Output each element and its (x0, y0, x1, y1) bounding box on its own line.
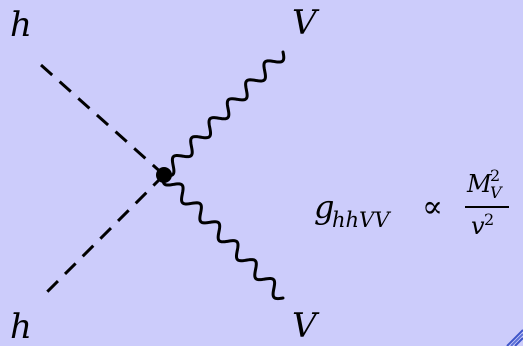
interaction-vertex (156, 167, 172, 183)
formula-g: g (314, 188, 335, 226)
formula-denominator-v: v (471, 212, 485, 240)
formula-numerator-superscript: 2 (490, 166, 501, 185)
coupling-formula: g hhVV ∝ M 2 V v 2 (314, 166, 519, 246)
corner-accent-icon (506, 329, 523, 346)
formula-fraction-bar (465, 206, 509, 208)
label-h-bottom: h (10, 307, 32, 346)
formula-numerator-subscript: V (490, 183, 502, 202)
formula-g-subscript: hhVV (332, 208, 390, 232)
formula-proportional-symbol: ∝ (422, 189, 443, 225)
label-v-top: V (292, 3, 317, 43)
formula-numerator-m: M (467, 170, 492, 198)
label-v-bottom: V (292, 306, 317, 346)
h-line-top (40, 63, 165, 177)
formula-denominator-superscript: 2 (484, 210, 495, 229)
h-line-bottom (39, 173, 166, 300)
v-wave-bottom (161, 173, 285, 301)
v-wave-top (162, 50, 286, 178)
label-h-top: h (10, 5, 32, 45)
